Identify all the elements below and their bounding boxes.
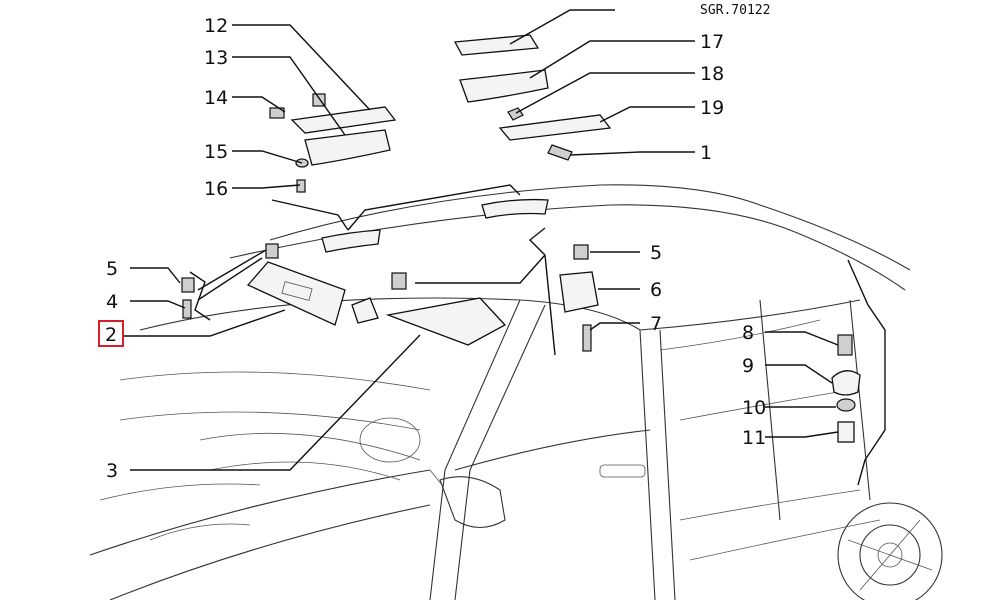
- bracket-19: [498, 114, 612, 141]
- belt-anchor-9: [831, 370, 861, 396]
- courtesy-lamp: [351, 297, 379, 324]
- visor-screw-left: [182, 299, 192, 319]
- visor-clip-5: [573, 244, 589, 260]
- sun-visor-left: [246, 261, 346, 326]
- sun-visor-right: [385, 297, 507, 346]
- clip-14: [269, 107, 285, 119]
- highlight-box: [98, 320, 124, 347]
- visor-mirror: [281, 281, 313, 301]
- bushing-11: [837, 421, 855, 443]
- visor-clip-left: [181, 277, 195, 293]
- label-16: 16: [204, 178, 228, 200]
- label-13: 13: [204, 47, 228, 69]
- spacer-10: [836, 398, 856, 412]
- visor-bracket-6: [559, 271, 599, 313]
- car-outline: [89, 184, 943, 600]
- label-15: 15: [204, 141, 228, 163]
- screw-7: [582, 324, 592, 352]
- label-4: 4: [106, 291, 118, 313]
- visor-clip-right: [391, 272, 407, 290]
- parts: [181, 34, 861, 443]
- label-5-right: 5: [650, 242, 662, 264]
- label-2: 2: [105, 324, 117, 346]
- label-17: 17: [700, 31, 724, 53]
- grab-handle-right: [459, 69, 549, 103]
- grab-handle-left: [304, 129, 391, 166]
- label-11: 11: [742, 427, 766, 449]
- label-10: 10: [742, 397, 766, 419]
- label-19: 19: [700, 97, 724, 119]
- label-6: 6: [650, 279, 662, 301]
- label-9: 9: [742, 355, 754, 377]
- roof-handle-2: [321, 229, 381, 253]
- mounting-plate: [290, 106, 397, 134]
- label-1: 1: [700, 142, 712, 164]
- label-3: 3: [106, 460, 118, 482]
- roof-handle-1: [481, 198, 549, 219]
- label-18: 18: [700, 63, 724, 85]
- top-plate: [453, 34, 540, 56]
- screw-16: [296, 179, 306, 193]
- label-14: 14: [204, 87, 228, 109]
- label-8: 8: [742, 322, 754, 344]
- reference-code: SGR.70122: [700, 3, 770, 18]
- part-labels: SGR.70122 12 13 14 15 16 17 18 19 1 5 4 …: [98, 3, 770, 482]
- leader-lines: [123, 9, 886, 486]
- bolt-8: [837, 334, 853, 356]
- label-7: 7: [650, 313, 662, 335]
- label-12: 12: [204, 15, 228, 37]
- screw-1: [547, 144, 573, 161]
- visor-hinge-left: [265, 243, 279, 259]
- label-5-left: 5: [106, 258, 118, 280]
